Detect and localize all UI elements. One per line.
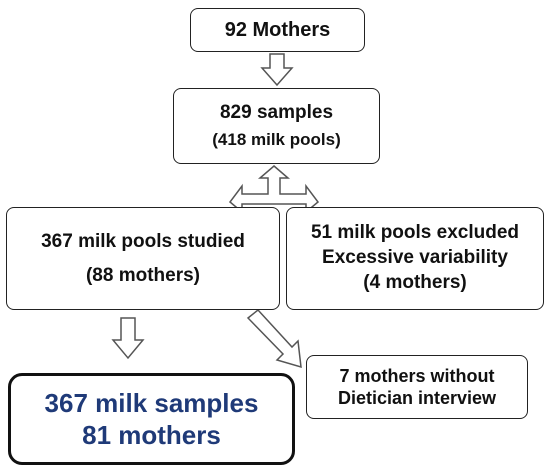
box-no-interview: 7 mothers without Dietician interview [306,355,528,419]
samples-subtext: (418 milk pools) [212,130,341,149]
box-mothers: 92 Mothers [190,8,365,52]
box-studied: 367 milk pools studied (88 mothers) [6,207,280,310]
excluded-reason: Excessive variability [322,247,508,269]
box-final: 367 milk samples 81 mothers [8,373,295,465]
arrow-down-2 [111,317,145,360]
box-samples: 829 samples (418 milk pools) [173,88,380,164]
excluded-text: 51 milk pools excluded [310,222,520,244]
arrow-diagonal [246,308,302,369]
final-samples-text: 367 milk samples [44,387,259,418]
arrow-down-1 [260,53,294,87]
no-interview-text: 7 mothers without [339,365,495,386]
studied-text: 367 milk pools studied [41,230,245,252]
excluded-subtext: (4 mothers) [363,271,467,293]
final-mothers-text: 81 mothers [82,420,221,450]
no-interview-subtext: Dietician interview [337,388,497,408]
samples-text: 829 samples [219,102,334,123]
mothers-text: 92 Mothers [224,18,331,41]
box-excluded: 51 milk pools excluded Excessive variabi… [286,207,544,310]
arrow-split [228,165,320,214]
studied-subtext: (88 mothers) [85,264,201,286]
